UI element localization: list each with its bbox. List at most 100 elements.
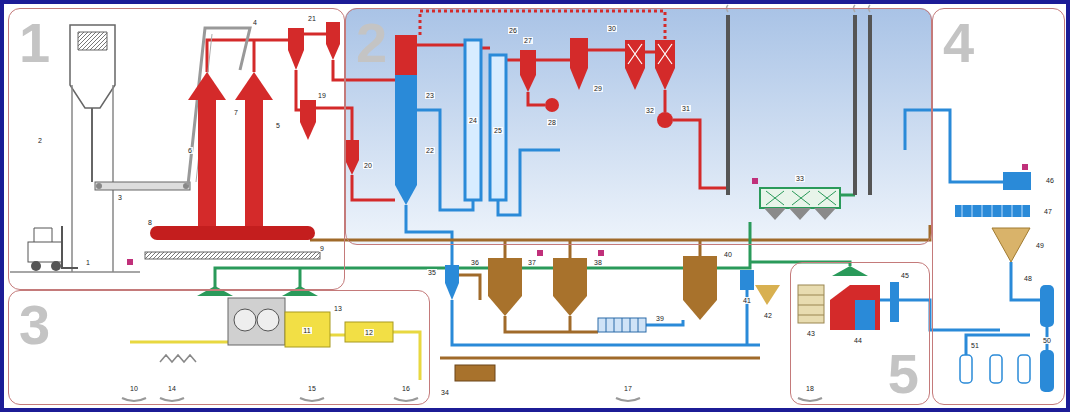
bag-filter (760, 188, 840, 220)
pipe-green (215, 195, 855, 296)
pipe-brown (569, 240, 572, 258)
cyclone-red (326, 44, 340, 60)
callout-number: 44 (853, 337, 863, 344)
pipe-brown (459, 275, 480, 300)
forklift-figure (62, 226, 78, 268)
mill-columns (198, 100, 216, 228)
pipe-red-dotted (420, 11, 665, 40)
settling-tank (445, 256, 754, 381)
scrubber-tower (395, 35, 417, 75)
pipe-red (417, 44, 465, 47)
pipe-blue (880, 299, 890, 302)
bag-filter (760, 188, 840, 208)
pipe-brown (504, 240, 507, 258)
process-region: 2 (345, 8, 932, 245)
product-tray (798, 398, 822, 401)
chimney-stack (868, 15, 872, 195)
product-tray (122, 398, 146, 401)
product-tray (300, 398, 324, 401)
callout-number: 46 (1045, 177, 1055, 184)
bag-filter (764, 208, 836, 220)
pipe-yellow (393, 332, 420, 380)
callout-number: 49 (1035, 242, 1045, 249)
pipe-red (645, 51, 655, 54)
callout-number: 24 (468, 117, 478, 124)
region-number: 2 (346, 9, 397, 73)
callout-number: 35 (427, 269, 437, 276)
pipe-red (296, 70, 300, 110)
callout-number: 17 (623, 385, 633, 392)
callout-number: 37 (527, 259, 537, 266)
callout-number: 12 (364, 329, 374, 336)
region-number: 1 (9, 9, 60, 73)
silo (72, 85, 113, 272)
water-treatment (1003, 172, 1031, 190)
callout-number: 31 (681, 105, 691, 112)
forklift-figure (31, 261, 41, 271)
dewatering-unit (855, 300, 875, 330)
pipe-red (673, 120, 726, 188)
cyclone-red (345, 140, 359, 160)
pipe-red (506, 59, 520, 62)
pipe-blue (899, 300, 1000, 330)
callout-number: 38 (593, 259, 603, 266)
cyclone-red (570, 68, 588, 90)
cyclone-red (300, 100, 316, 122)
pipe-red (664, 90, 667, 112)
pipe-red (207, 34, 726, 200)
callout-number: 32 (645, 107, 655, 114)
cyclone-red (655, 40, 675, 90)
bag-filter (766, 191, 836, 205)
forklift-figure (51, 261, 61, 271)
callout-number: 40 (723, 251, 733, 258)
callout-number: 6 (187, 147, 193, 154)
belt-conveyor (188, 28, 250, 185)
pipe-yellow (130, 341, 228, 344)
pipe-red-dotted (420, 11, 665, 40)
water-treatment (962, 205, 1022, 217)
pipe-brown (310, 225, 930, 240)
callout-number: 8 (147, 219, 153, 226)
callout-number: 13 (333, 305, 343, 312)
callout-number: 2 (37, 137, 43, 144)
callout-number: 21 (307, 15, 317, 22)
settling-tank (740, 270, 754, 290)
callout-number: 26 (508, 27, 518, 34)
callout-number: 50 (1042, 337, 1052, 344)
product-tray (122, 398, 822, 401)
callout-number: 23 (425, 92, 435, 99)
process-region: 3 (8, 290, 430, 405)
callout-number: 33 (795, 175, 805, 182)
drum-machine (234, 309, 256, 331)
cyclone-red (288, 28, 304, 50)
instrument-marker (598, 250, 604, 256)
mill-columns (150, 226, 315, 240)
pipe-red (352, 175, 395, 200)
chimney-stack (726, 15, 730, 195)
mill-columns (245, 100, 263, 228)
callout-number: 42 (763, 312, 773, 319)
chimney-stack (727, 5, 871, 195)
water-treatment (990, 355, 1002, 383)
silo (70, 25, 115, 108)
callout-number: 45 (900, 272, 910, 279)
callout-number: 22 (425, 147, 435, 154)
callout-number: 36 (470, 259, 480, 266)
drum-machine (257, 309, 279, 331)
pipe-brown (440, 357, 760, 360)
pipe-red (528, 92, 545, 105)
drum-machine (285, 312, 330, 347)
pipe-brown (505, 316, 598, 332)
water-treatment (955, 172, 1054, 392)
mill-columns (145, 252, 320, 259)
drum-machine (345, 322, 393, 342)
callout-number: 3 (117, 194, 123, 201)
silo (10, 271, 140, 273)
silo (91, 108, 93, 182)
water-treatment (992, 228, 1030, 262)
cyclone-red (625, 40, 645, 90)
instrument-marker (127, 164, 1028, 265)
callout-number: 15 (307, 385, 317, 392)
scrubber-tower (395, 185, 417, 205)
